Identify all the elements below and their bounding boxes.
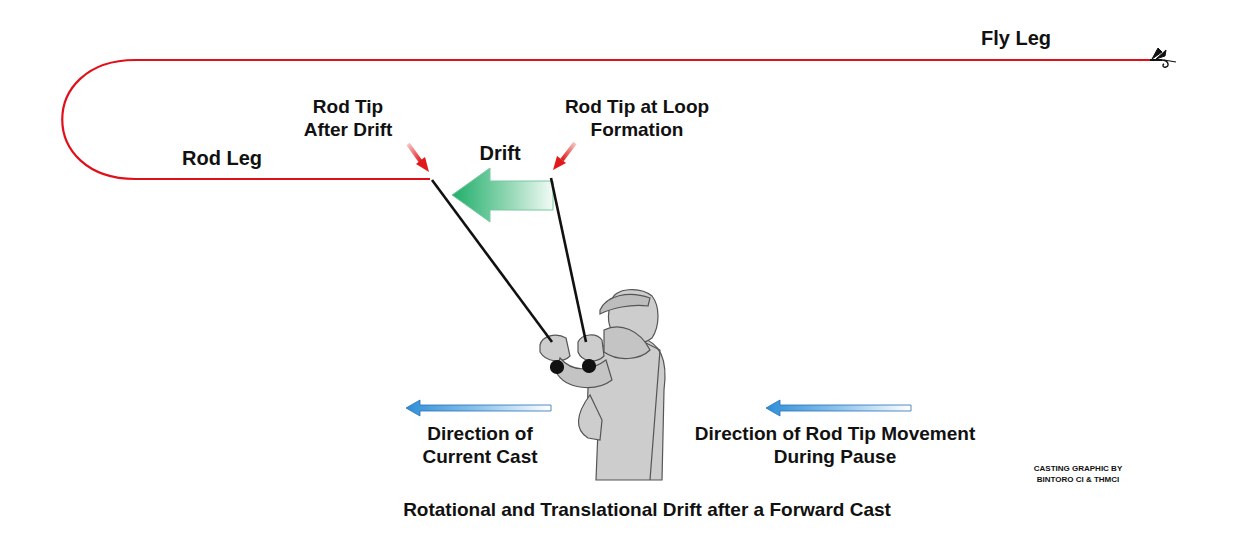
rod-tip-label: Rod Tip After Drift: [292, 96, 404, 142]
direction-arrow: [406, 400, 551, 416]
direction-label: Direction of Rod Tip Movement During Pau…: [670, 423, 1000, 469]
credit-note: CASTING GRAPHIC BY BINTORO CI & THMCI: [1023, 464, 1133, 486]
direction-arrow: [766, 400, 911, 416]
caster-figure: [540, 290, 665, 480]
caption: Rotational and Translational Drift after…: [327, 499, 967, 522]
fly-line: [62, 60, 1150, 179]
pointer-arrow: [553, 143, 575, 170]
rod-at-loop-formation: [551, 178, 586, 342]
fly: [1150, 48, 1176, 67]
line-leg-label: Fly Leg: [956, 26, 1076, 50]
direction-label: Direction of Current Cast: [405, 423, 555, 469]
drift-arrow: [452, 168, 553, 222]
rod-tip-label: Rod Tip at Loop Formation: [548, 96, 726, 142]
rod-after-drift: [432, 180, 552, 342]
pointer-arrow: [408, 144, 429, 172]
drift-label: Drift: [465, 141, 535, 165]
line-leg-label: Rod Leg: [172, 146, 272, 170]
